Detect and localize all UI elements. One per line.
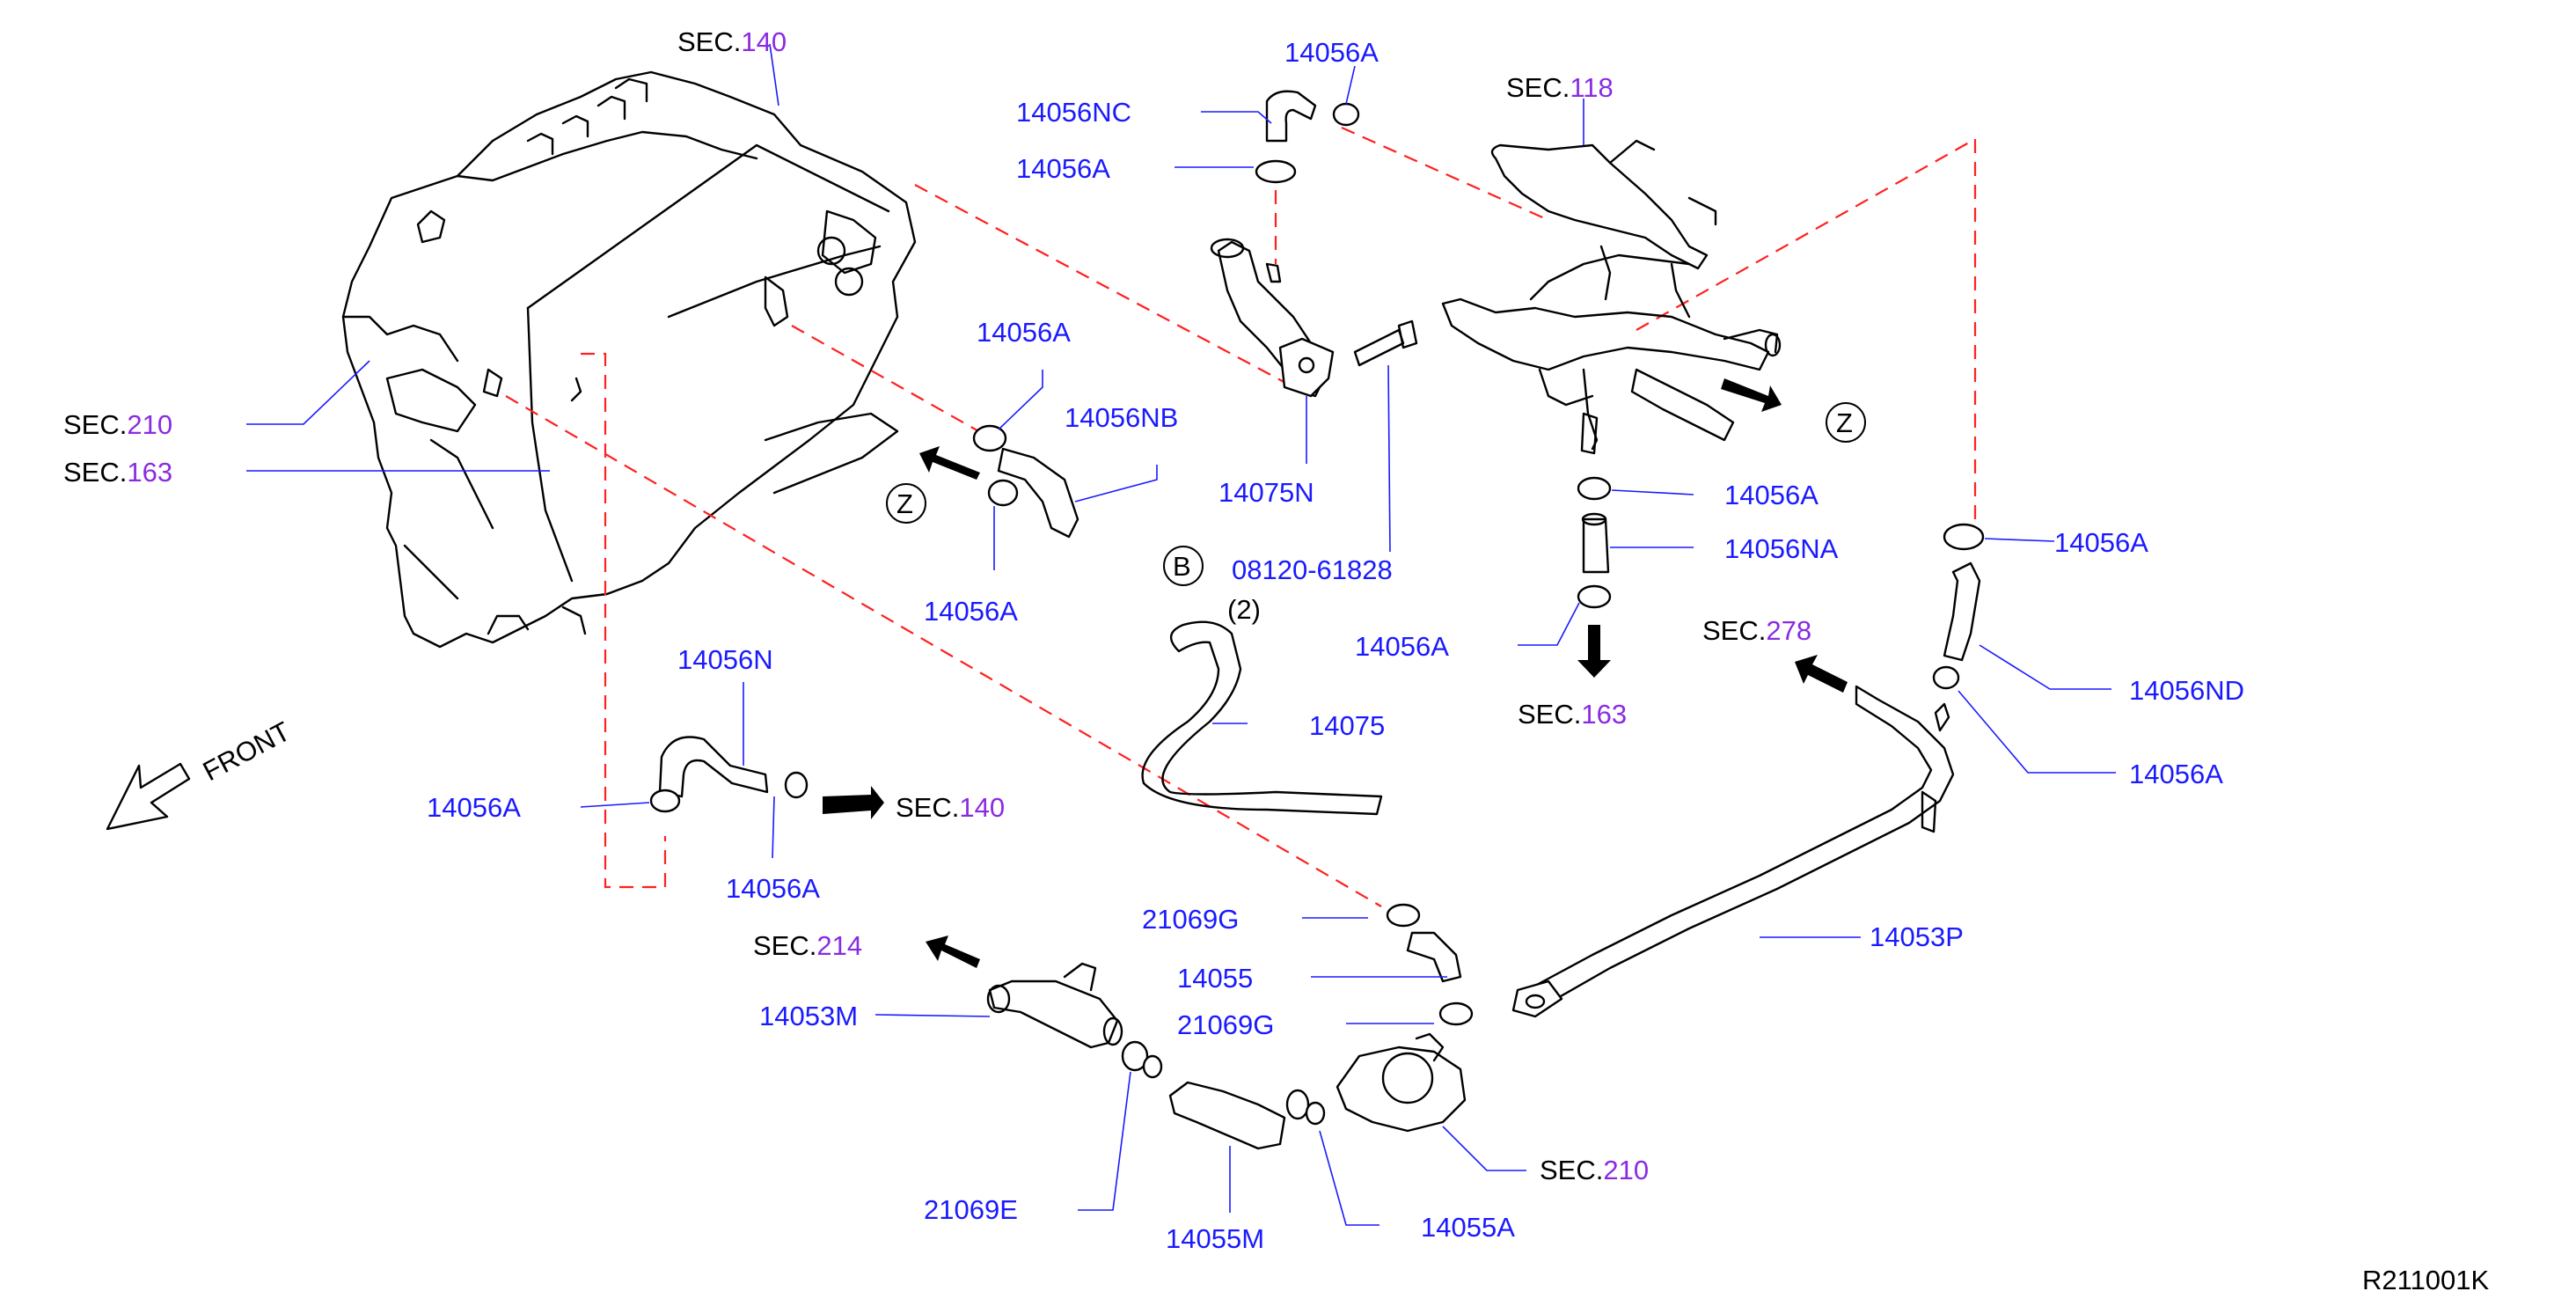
front-arrow xyxy=(106,762,191,831)
heater-pipe-assembly xyxy=(1441,139,1782,455)
z-marker-left-circle xyxy=(886,483,926,524)
part-14056ND: 14056ND xyxy=(2129,675,2244,706)
part-14056A-right-top: 14056A xyxy=(2054,527,2148,558)
arrow-to-sec163 xyxy=(1577,625,1611,678)
z-marker-right-letter: Z xyxy=(1836,407,1853,438)
pipe-14053M xyxy=(986,962,1123,1049)
part-14056A-na-upper: 14056A xyxy=(1724,480,1819,510)
sec-210-left-label: SEC.210 xyxy=(63,409,172,440)
part-14056A-nc: 14056A xyxy=(1016,153,1110,184)
part-14056A-n-left: 14056A xyxy=(427,792,521,823)
hose-14056N xyxy=(649,736,809,813)
dashed-reference-lines xyxy=(505,126,1977,907)
sec-214-label: SEC.214 xyxy=(753,930,862,961)
part-21069G-lower: 21069G xyxy=(1177,1009,1274,1040)
sec-163-left-label: SEC.163 xyxy=(63,457,172,488)
sec-140-mid-label: SEC.140 xyxy=(896,792,1005,823)
sec-210-bottom-label: SEC.210 xyxy=(1540,1155,1649,1185)
part-14056A-left-lower: 14056A xyxy=(924,596,1018,627)
part-14055: 14055 xyxy=(1177,963,1253,994)
hose-14056ND xyxy=(1932,523,1985,690)
part-14053P: 14053P xyxy=(1870,921,1964,952)
arrow-to-sec140 xyxy=(823,786,884,819)
arrow-to-sec214 xyxy=(926,935,980,968)
part-14056NA: 14056NA xyxy=(1724,533,1839,564)
part-14055M: 14055M xyxy=(1166,1223,1264,1254)
part-21069G-upper: 21069G xyxy=(1142,904,1239,935)
pipe-14053P xyxy=(1511,685,1955,1018)
arrow-to-sec278 xyxy=(1795,655,1848,693)
sec-140-top-label: SEC.140 xyxy=(677,26,787,57)
bolt-quantity: (2) xyxy=(1227,594,1261,625)
hose-14056NB xyxy=(972,424,1079,539)
bolt-marker-letter: B xyxy=(1173,551,1191,582)
leader-lines xyxy=(246,43,2116,1226)
hose-14056NC xyxy=(1255,90,1360,184)
hose-14055M xyxy=(1168,1081,1286,1150)
arrow-to-z-right xyxy=(1721,378,1782,412)
pipe-14075N xyxy=(1210,238,1418,398)
sec-163-mid-label: SEC.163 xyxy=(1518,699,1627,730)
part-21069E: 21069E xyxy=(924,1194,1018,1225)
sec-278-label: SEC.278 xyxy=(1702,615,1811,646)
part-14056N: 14056N xyxy=(677,644,773,675)
part-08120-61828: 08120-61828 xyxy=(1232,554,1393,585)
part-14056NB: 14056NB xyxy=(1065,402,1178,433)
front-label: FRONT xyxy=(198,715,296,787)
part-14055A: 14055A xyxy=(1421,1212,1515,1243)
z-marker-right-circle xyxy=(1826,402,1866,443)
hose-14055 xyxy=(1386,903,1474,1026)
sec-118-label: SEC.118 xyxy=(1506,72,1614,103)
hose-14056NA xyxy=(1577,476,1612,609)
water-pump-sec210 xyxy=(1336,1032,1467,1133)
part-14056A-na-lower: 14056A xyxy=(1355,631,1449,662)
part-14056A-n-right: 14056A xyxy=(726,873,820,904)
arrow-to-z-left xyxy=(919,446,980,480)
clamp-21069E xyxy=(1121,1040,1163,1079)
part-14056NC: 14056NC xyxy=(1016,97,1131,128)
part-14056A-left-upper: 14056A xyxy=(977,317,1071,348)
hose-14075 xyxy=(1141,620,1383,816)
bolt-marker-circle xyxy=(1163,546,1204,586)
z-marker-left-letter: Z xyxy=(896,488,913,519)
engine-block xyxy=(341,70,917,649)
part-14075N: 14075N xyxy=(1218,477,1314,508)
clamp-14055A xyxy=(1285,1089,1326,1126)
part-14053M: 14053M xyxy=(759,1001,858,1031)
part-14075: 14075 xyxy=(1309,710,1385,741)
part-14056A-top: 14056A xyxy=(1284,37,1379,68)
part-14056A-right-mid: 14056A xyxy=(2129,759,2223,789)
diagram-id: R211001K xyxy=(2362,1265,2490,1295)
